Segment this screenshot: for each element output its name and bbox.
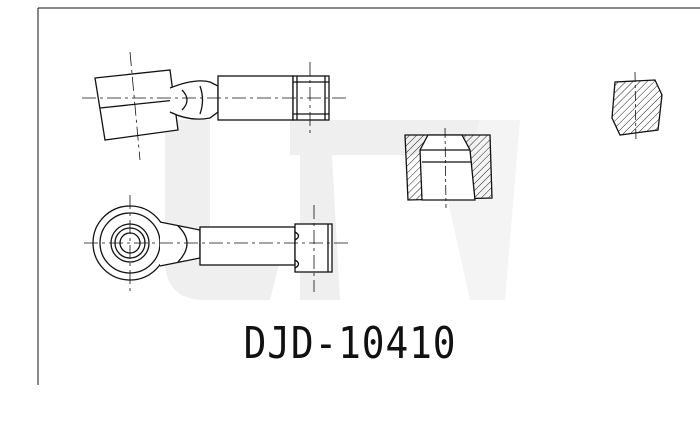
hex-section-view [611, 71, 663, 143]
bushing-section-view [404, 127, 493, 209]
tie-rod-top-view [82, 51, 350, 161]
tie-rod-front-view [84, 195, 350, 295]
part-number-label: DJD-10410 [243, 318, 457, 369]
drawing-frame [37, 7, 700, 385]
